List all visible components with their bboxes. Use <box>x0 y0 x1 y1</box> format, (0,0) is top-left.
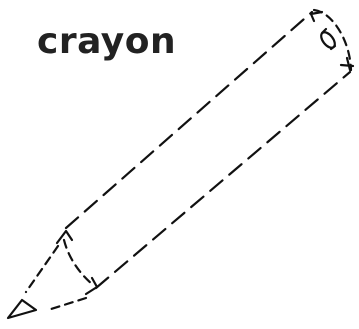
crayon-end-cap <box>314 10 351 70</box>
crayon-body-upper-edge <box>66 12 312 228</box>
crayon-end-mark-top <box>311 12 322 21</box>
crayon-cone-upper-edge <box>26 246 58 292</box>
crayon-wrapper-band <box>64 240 92 284</box>
crayon-body-lower-edge <box>96 72 350 288</box>
crayon-cone-lower-edge <box>48 298 86 310</box>
crayon-tip <box>8 300 36 318</box>
